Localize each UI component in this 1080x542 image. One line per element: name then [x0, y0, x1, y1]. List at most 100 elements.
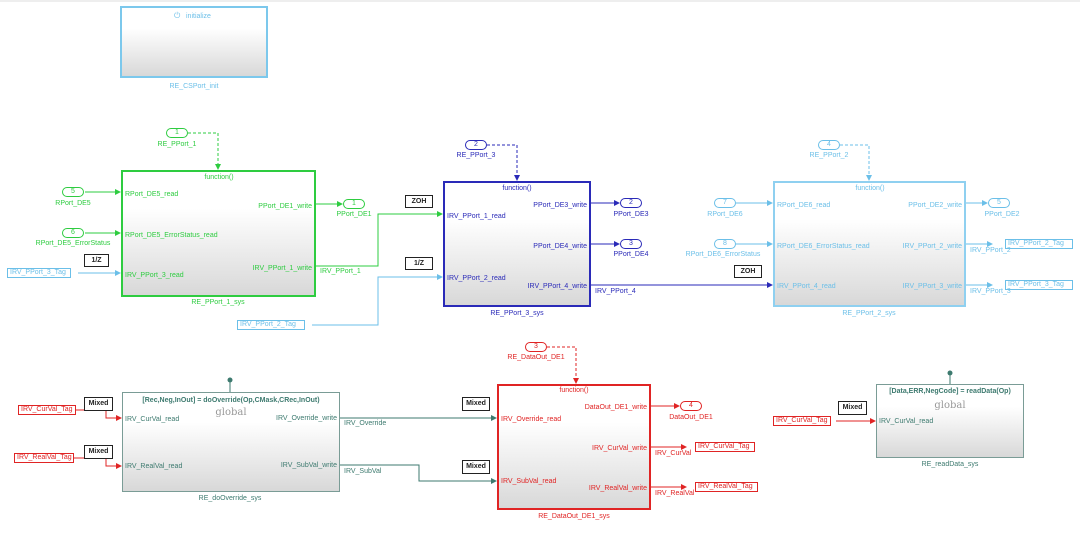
input-port-label: IRV_PPort_3_read [125, 272, 184, 279]
outport[interactable]: 1 [343, 199, 365, 209]
subsystem-label: RE_DataOut_DE1_sys [538, 513, 610, 520]
re-pport-3-subsystem[interactable]: function() IRV_PPort_1_read IRV_PPort_2_… [443, 181, 591, 307]
initialize-subsystem[interactable]: ⏻ initialize [120, 6, 268, 78]
input-port-label: IRV_PPort_2_read [447, 275, 506, 282]
trigger-label: function() [204, 174, 234, 181]
from-tag[interactable]: IRV_PPort_3_Tag [7, 268, 71, 278]
output-port-label: IRV_PPort_1_write [252, 265, 312, 272]
trigger-label: function() [502, 185, 532, 192]
from-tag[interactable]: IRV_RealVal_Tag [14, 453, 74, 463]
port-label: RPort_DE6 [707, 211, 743, 218]
signal-label: IRV_SubVal [344, 468, 382, 475]
trigger-port[interactable]: 4 [818, 140, 840, 150]
output-port-label: IRV_CurVal_write [592, 445, 647, 452]
trigger-port[interactable]: 1 [166, 128, 188, 138]
signal-label: IRV_PPort_3 [970, 288, 1011, 295]
input-port-label: RPort_DE6_ErrorStatus_read [777, 243, 870, 250]
port-label: RE_PPort_2 [809, 152, 849, 159]
outport[interactable]: 4 [680, 401, 702, 411]
trigger-label: function() [559, 387, 589, 394]
port-label: RPort_DE6_ErrorStatus [685, 251, 761, 258]
mixed-label-box: Mixed [84, 445, 113, 459]
zoh-block[interactable]: ZOH [405, 195, 433, 208]
subsystem-label: RE_readData_sys [921, 461, 979, 468]
inport[interactable]: 7 [714, 198, 736, 208]
signal-label: IRV_Override [344, 420, 387, 427]
input-port-label: IRV_Override_read [501, 416, 562, 423]
init-title: initialize [186, 13, 211, 20]
from-tag[interactable]: IRV_PPort_2_Tag [237, 320, 305, 330]
inport[interactable]: 5 [62, 187, 84, 197]
scope-label: global [215, 407, 247, 418]
signal-label: IRV_PPort_2 [970, 247, 1011, 254]
port-label: RE_PPort_3 [456, 152, 496, 159]
unit-delay-block[interactable]: 1/Z [405, 257, 433, 270]
port-label: PPort_DE3 [613, 211, 649, 218]
port-label: RPort_DE5 [55, 200, 91, 207]
re-dataout-de1-subsystem[interactable]: function() IRV_Override_read IRV_SubVal_… [497, 384, 651, 510]
signal-label: IRV_PPort_4 [595, 288, 636, 295]
subsystem-label: RE_doOverride_sys [198, 495, 262, 502]
input-port-label: IRV_CurVal_read [125, 416, 180, 423]
input-port-label: IRV_RealVal_read [125, 463, 183, 470]
port-label: RE_PPort_1 [157, 141, 197, 148]
from-tag[interactable]: IRV_CurVal_Tag [18, 405, 76, 415]
trigger-port[interactable]: 2 [465, 140, 487, 150]
port-label: RPort_DE5_ErrorStatus [35, 240, 111, 247]
output-port-label: DataOut_DE1_write [584, 404, 647, 411]
power-icon: ⏻ [174, 11, 181, 20]
unit-delay-block[interactable]: 1/Z [84, 254, 109, 267]
port-label: DataOut_DE1 [669, 414, 713, 421]
outport[interactable]: 5 [988, 198, 1010, 208]
subsystem-label: RE_PPort_3_sys [490, 310, 544, 317]
output-port-label: PPort_DE4_write [533, 243, 587, 250]
output-port-label: PPort_DE2_write [908, 202, 962, 209]
re-dooverride-subsystem[interactable]: [Rec,Neg,InOut] = doOverride(Op,CMask,CR… [122, 392, 340, 492]
input-port-label: IRV_CurVal_read [879, 418, 934, 425]
outport[interactable]: 2 [620, 198, 642, 208]
input-port-label: IRV_PPort_4_read [777, 283, 836, 290]
goto-tag[interactable]: IRV_RealVal_Tag [695, 482, 758, 492]
goto-tag[interactable]: IRV_PPort_2_Tag [1005, 239, 1073, 249]
goto-tag[interactable]: IRV_CurVal_Tag [695, 442, 755, 452]
goto-tag[interactable]: IRV_PPort_3_Tag [1005, 280, 1073, 290]
input-port-label: RPort_DE6_read [777, 202, 831, 209]
output-port-label: IRV_SubVal_write [280, 462, 337, 469]
port-label: PPort_DE2 [984, 211, 1020, 218]
function-signature: [Data,ERR,NegCode] = readData(Op) [889, 388, 1011, 395]
init-label: RE_CSPort_init [169, 83, 219, 90]
signal-label: IRV_CurVal [655, 450, 692, 457]
inport[interactable]: 6 [62, 228, 84, 238]
output-port-label: IRV_Override_write [276, 415, 337, 422]
input-port-label: IRV_SubVal_read [501, 478, 557, 485]
inport[interactable]: 8 [714, 239, 736, 249]
output-port-label: PPort_DE1_write [258, 203, 312, 210]
trigger-line [188, 132, 221, 170]
signal-label: IRV_PPort_1 [320, 268, 361, 275]
trigger-port[interactable]: 3 [525, 342, 547, 352]
port-label: PPort_DE1 [336, 211, 372, 218]
mixed-label-box: Mixed [462, 397, 490, 411]
zoh-block[interactable]: ZOH [734, 265, 762, 278]
output-port-label: IRV_RealVal_write [588, 485, 647, 492]
output-port-label: IRV_PPort_3_write [902, 283, 962, 290]
signal-label: IRV_RealVal [655, 490, 695, 497]
re-pport-1-subsystem[interactable]: function() RPort_DE5_read RPort_DE5_Erro… [121, 170, 316, 297]
port-label: PPort_DE4 [613, 251, 649, 258]
mixed-label-box: Mixed [84, 397, 113, 411]
mixed-label-box: Mixed [462, 460, 490, 474]
port-label: RE_DataOut_DE1 [507, 354, 565, 361]
output-port-label: IRV_PPort_2_write [902, 243, 962, 250]
re-pport-2-subsystem[interactable]: function() RPort_DE6_read RPort_DE6_Erro… [773, 181, 966, 307]
re-readdata-subsystem[interactable]: [Data,ERR,NegCode] = readData(Op) global… [876, 384, 1024, 458]
function-signature: [Rec,Neg,InOut] = doOverride(Op,CMask,CR… [142, 397, 320, 404]
from-tag[interactable]: IRV_CurVal_Tag [773, 416, 831, 426]
mixed-label-box: Mixed [838, 401, 867, 415]
subsystem-label: RE_PPort_2_sys [842, 310, 896, 317]
outport[interactable]: 3 [620, 239, 642, 249]
output-port-label: PPort_DE3_write [533, 202, 587, 209]
input-port-label: IRV_PPort_1_read [447, 213, 506, 220]
scope-label: global [934, 400, 966, 411]
